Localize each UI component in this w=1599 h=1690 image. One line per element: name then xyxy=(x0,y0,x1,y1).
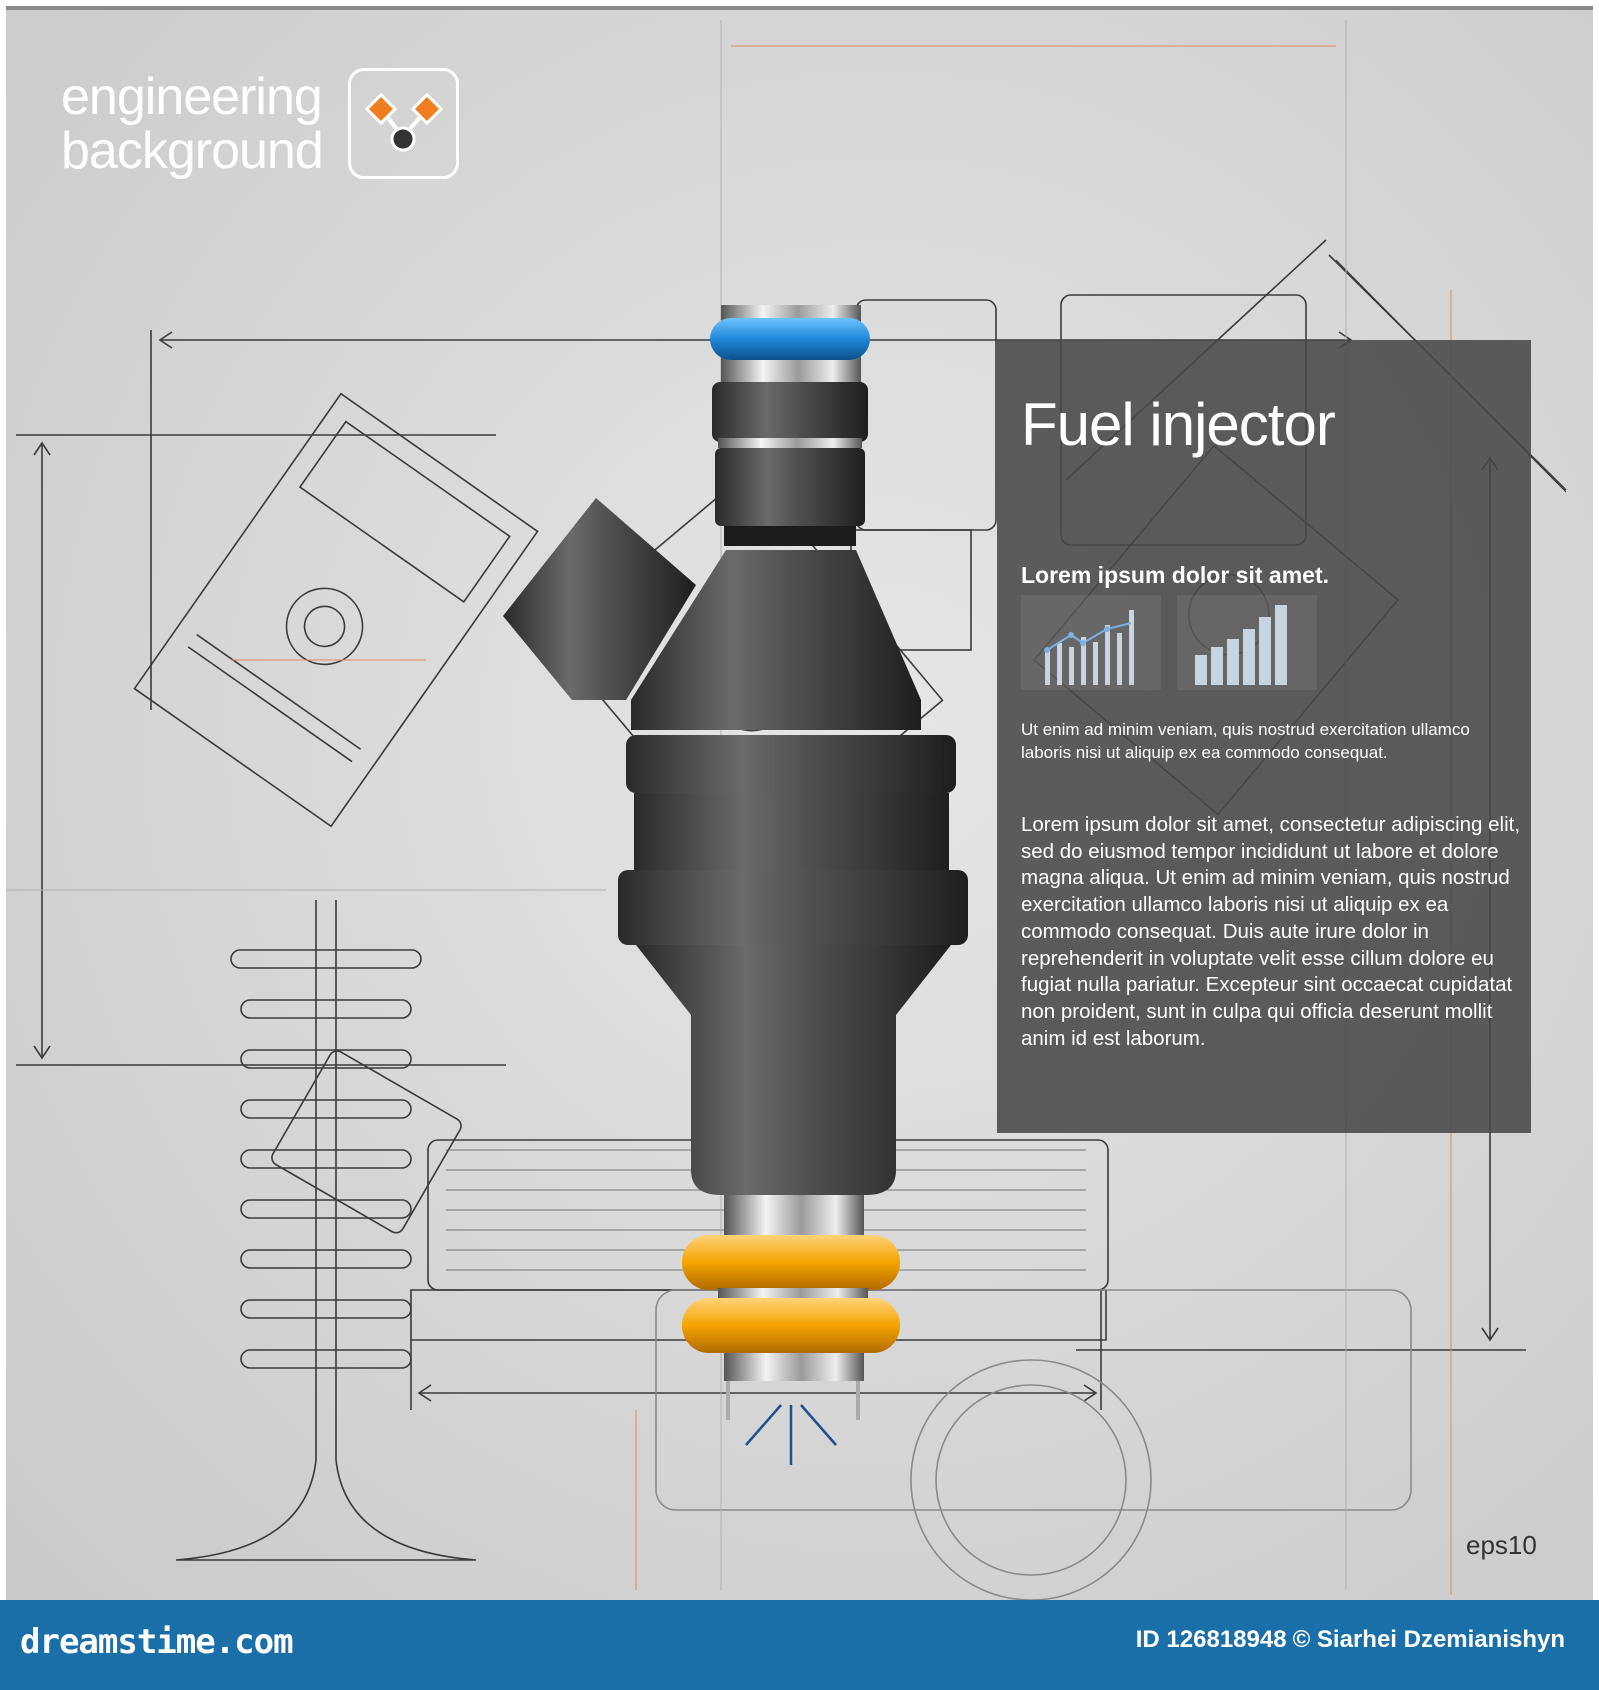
footer-credit: ID 126818948© Siarhei Dzemianishyn xyxy=(1136,1626,1571,1654)
panel-subtitle: Lorem ipsum dolor sit amet. xyxy=(1021,562,1329,588)
engineering-canvas: engineering background Fuel injector Lor… xyxy=(6,6,1593,1602)
brand-line-1: engineering xyxy=(61,68,323,126)
footer-logo[interactable]: dreamstime.com xyxy=(20,1622,294,1662)
panel-small-text: Ut enim ad minim veniam, quis nostrud ex… xyxy=(1021,720,1470,762)
image-id: ID 126818948 xyxy=(1135,1626,1287,1653)
panel-title: Fuel injector xyxy=(1021,391,1336,458)
footer-bar: dreamstime.com ID 126818948© Siarhei Dze… xyxy=(0,1600,1599,1690)
info-panel: Fuel injector Lorem ipsum dolor sit amet… xyxy=(997,340,1531,1133)
brand-logo: engineering background xyxy=(61,68,324,180)
brand-line-2: background xyxy=(61,122,324,180)
fuel-injector-illustration xyxy=(503,305,968,1465)
network-icon xyxy=(348,68,459,179)
mini-bar-chart-icon xyxy=(1021,595,1161,690)
mini-bar-chart-icon-2 xyxy=(1177,595,1317,690)
panel-body-text: Lorem ipsum dolor sit amet, consectetur … xyxy=(1021,813,1521,1050)
eps-label: eps10 xyxy=(1466,1530,1537,1560)
author-credit: © Siarhei Dzemianishyn xyxy=(1292,1626,1565,1653)
